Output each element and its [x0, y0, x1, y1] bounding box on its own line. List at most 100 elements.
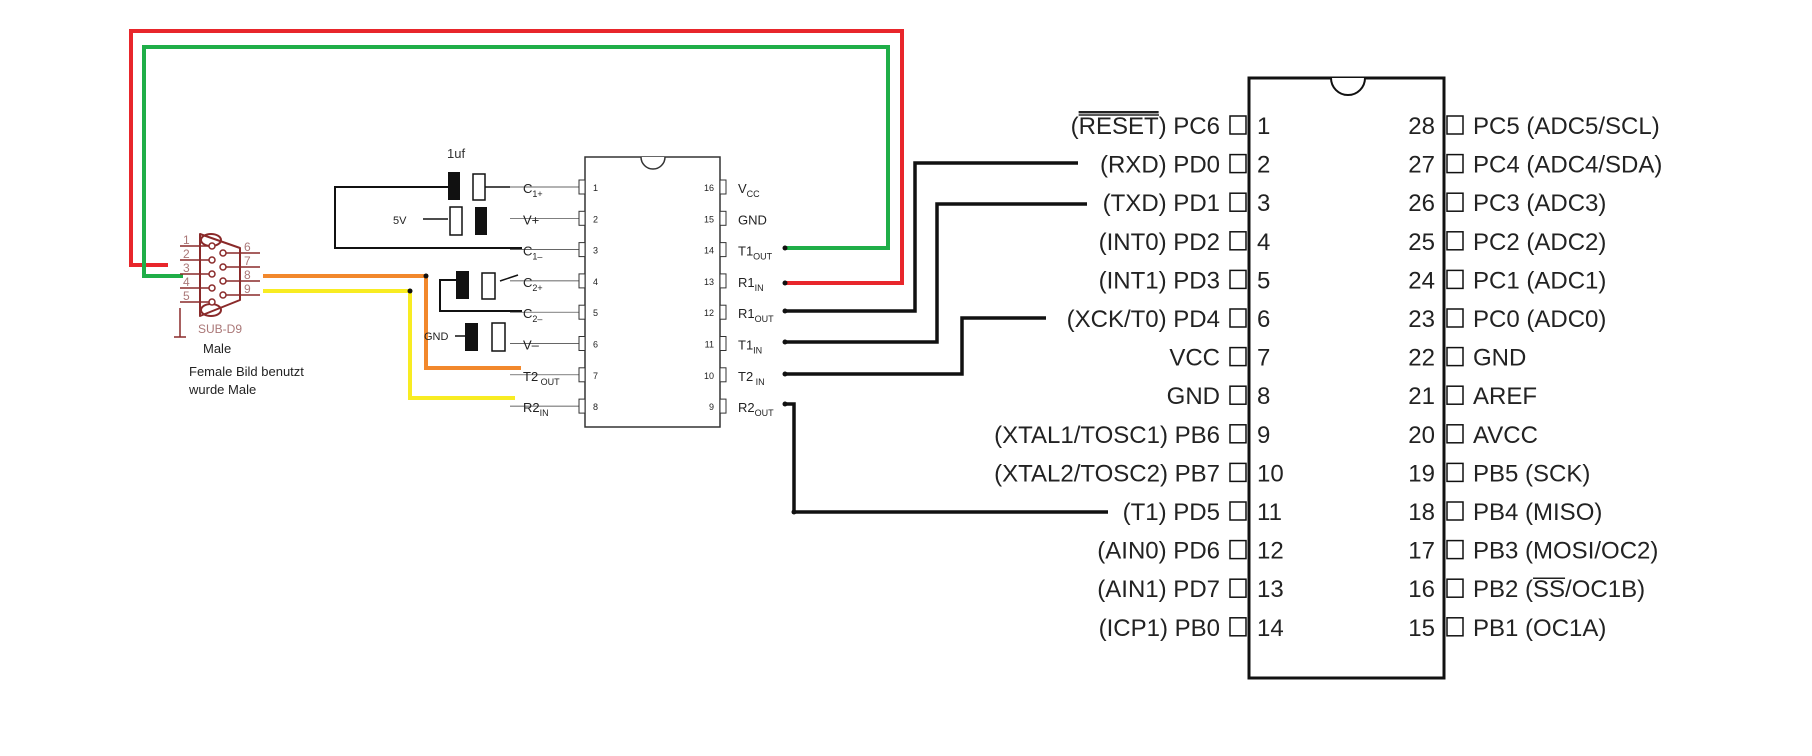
wire-txd: [785, 202, 1087, 344]
atmega-pin-14: [1229, 617, 1247, 637]
atmega-pin-label: GND: [1167, 383, 1220, 410]
wire-c1-loop: [334, 186, 522, 249]
max232-pin-label: VCC: [738, 181, 760, 199]
max232-pin-15: [719, 210, 727, 226]
max232-pin-label: T2 IN: [738, 369, 765, 387]
atmega-pin-num: 14: [1257, 615, 1284, 642]
db9-pin-9: [219, 291, 227, 299]
atmega-pin-num: 9: [1257, 422, 1270, 449]
atmega-pin-label: (INT0) PD2: [1099, 229, 1220, 256]
atmega-pin-num: 7: [1257, 345, 1270, 372]
db9-pin-num: 7: [244, 254, 251, 268]
atmega-pin-11: [1229, 501, 1247, 521]
atmega-pin-3: [1229, 192, 1247, 212]
atmega-pin-27: [1446, 153, 1464, 174]
atmega-pin-label: (RXD) PD0: [1100, 152, 1220, 179]
max232-pin-9: [719, 398, 727, 414]
atmega-pin-label: PC3 (ADC3): [1473, 190, 1606, 217]
db9-pin-num: 5: [183, 289, 190, 303]
atmega-pin-label: PB4 (MISO): [1473, 499, 1602, 526]
db9-pin-num: 3: [183, 261, 190, 275]
atmega-body: [1247, 76, 1446, 680]
max232-pin-label: T1OUT: [738, 244, 773, 262]
atmega-pin-label: (INT1) PD3: [1099, 267, 1220, 294]
atmega-pin-2: [1229, 153, 1247, 174]
junction-dot: [423, 273, 429, 279]
max232-pin-label: C2+: [523, 275, 543, 293]
wire-c2-loop: [439, 279, 522, 312]
wires: [129, 29, 1108, 514]
atmega-pin-8: [1229, 385, 1247, 405]
max232-pin-num: 5: [593, 308, 598, 318]
atmega-pin-label: AREF: [1473, 383, 1537, 410]
max232-pin-5: [578, 304, 586, 320]
db9-pin-8: [219, 277, 227, 285]
atmega-pin-num: 3: [1257, 190, 1270, 217]
max232-pin-num: 1: [593, 183, 598, 193]
atmega-pin-num: 15: [1408, 615, 1435, 642]
db9-pin-4: [208, 284, 216, 292]
atmega-pin-21: [1446, 385, 1464, 405]
max232-pin-label: T1IN: [738, 338, 762, 356]
max232-pin-13: [719, 273, 727, 289]
atmega-pin-13: [1229, 578, 1247, 598]
capacitor-vplus: 5V: [393, 206, 487, 236]
atmega-notch: [1330, 77, 1366, 96]
wire-rxd: [785, 161, 1078, 313]
atmega-pin-label: PC2 (ADC2): [1473, 229, 1606, 256]
atmega-pin-num: 20: [1408, 422, 1435, 449]
atmega-pin-num: 23: [1408, 306, 1435, 333]
atmega-pin-24: [1446, 269, 1464, 290]
atmega-pin-26: [1446, 192, 1464, 212]
db9-pin-num: 8: [244, 268, 251, 282]
atmega-pin-label: (ICP1) PB0: [1099, 615, 1220, 642]
atmega-pin-7: [1229, 346, 1247, 367]
cap-vminus-label: GND: [424, 331, 449, 343]
db9-pin-1: [208, 242, 216, 250]
junction-dot: [782, 339, 788, 345]
wire-t1: [785, 402, 1108, 514]
wire-xck: [785, 316, 1046, 376]
atmega-pin-12: [1229, 539, 1247, 560]
atmega-pin-label: PC1 (ADC1): [1473, 267, 1606, 294]
max232-pin-7: [578, 367, 586, 383]
atmega-pin-num: 24: [1408, 267, 1435, 294]
max232-pin-label: R2OUT: [738, 400, 774, 418]
atmega-pin-28: [1446, 115, 1464, 135]
max232-pin-label: C1–: [523, 244, 542, 262]
atmega-pin-num: 25: [1408, 229, 1435, 256]
atmega-pin-num: 10: [1257, 460, 1284, 487]
db9-pin-num: 2: [183, 247, 190, 261]
max232-pin-14: [719, 242, 727, 258]
atmega-pin-num: 22: [1408, 345, 1435, 372]
max232-pin-label: T2 OUT: [523, 369, 560, 387]
max232-pin-label: R1OUT: [738, 306, 774, 324]
max232-pin-num: 10: [704, 371, 714, 381]
max232-pin-label: V+: [523, 212, 539, 227]
cap-vplus-label: 5V: [393, 215, 407, 227]
atmega-pin-num: 26: [1408, 190, 1435, 217]
atmega-pin-23: [1446, 308, 1464, 328]
max232-pin-8: [578, 398, 586, 414]
db9-note-line1: Female Bild benutzt: [189, 364, 304, 379]
atmega-pin-label: (XCK/T0) PD4: [1067, 306, 1220, 333]
db9-pin-num: 6: [244, 240, 251, 254]
junction-dot: [782, 245, 788, 251]
atmega-pin-label: PC5 (ADC5/SCL): [1473, 113, 1660, 140]
max232-pin-num: 9: [709, 402, 714, 412]
max232-pin-12: [719, 304, 727, 320]
atmega-pin-label: (AIN0) PD6: [1097, 538, 1220, 565]
max232-pin-num: 6: [593, 340, 598, 350]
max232-pin-label: C2–: [523, 306, 542, 324]
atmega-pin-num: 4: [1257, 229, 1270, 256]
max232-pin-2: [578, 210, 586, 226]
max232-pin-1: [578, 179, 586, 195]
wire-orange: [263, 274, 521, 370]
atmega-pin-num: 18: [1408, 499, 1435, 526]
atmega-pin-6: [1229, 308, 1247, 328]
